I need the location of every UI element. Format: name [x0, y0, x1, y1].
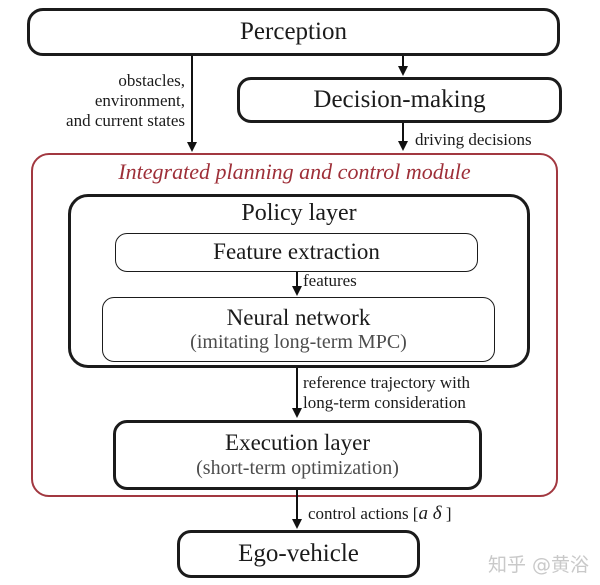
arrow-perception-to-module-head — [186, 142, 197, 152]
ego-vehicle-label: Ego-vehicle — [238, 539, 359, 567]
neural-network-label: Neural network — [226, 304, 371, 330]
decision-making-label: Decision-making — [313, 85, 486, 113]
edge-label-reference-trajectory: reference trajectory with long-term cons… — [303, 373, 471, 412]
edge-label-features: features — [303, 271, 357, 290]
ego-vehicle-node: Ego-vehicle — [177, 530, 420, 578]
control-actions-math: a δ — [418, 503, 442, 524]
arrow-decision-to-module-head — [397, 141, 408, 151]
arrow-feature-to-network-head — [291, 286, 302, 296]
arrow-execution-to-ego-head — [291, 519, 302, 529]
execution-layer-label: Execution layer — [225, 430, 370, 456]
edge-label-control-actions: control actions [a δ ] — [308, 503, 452, 524]
arrow-perception-to-decision-line — [402, 56, 404, 67]
neural-network-sublabel: (imitating long-term MPC) — [190, 331, 407, 354]
perception-label: Perception — [240, 17, 347, 45]
arrow-policy-to-execution-head — [291, 408, 302, 418]
arrow-perception-to-decision-head — [397, 66, 408, 76]
planning-control-module-title: Integrated planning and control module — [118, 159, 471, 184]
edge-label-obstacles: obstacles, environment, and current stat… — [66, 71, 185, 130]
decision-making-node: Decision-making — [237, 77, 562, 123]
policy-layer-container — [68, 194, 530, 368]
arrow-feature-to-network-line — [296, 272, 298, 287]
edge-label-driving-decisions: driving decisions — [415, 130, 532, 149]
arrow-decision-to-module-line — [402, 123, 404, 142]
perception-node: Perception — [27, 8, 560, 56]
feature-extraction-label: Feature extraction — [213, 239, 380, 265]
policy-layer-title: Policy layer — [241, 200, 357, 226]
watermark: 知乎 @黄浴 — [488, 554, 590, 576]
feature-extraction-node: Feature extraction — [115, 233, 478, 272]
execution-layer-node: Execution layer (short-term optimization… — [113, 420, 482, 490]
neural-network-node: Neural network (imitating long-term MPC) — [102, 297, 495, 362]
planning-control-module — [31, 153, 558, 497]
execution-layer-sublabel: (short-term optimization) — [196, 456, 399, 479]
arrow-execution-to-ego-line — [296, 490, 298, 520]
arrow-perception-to-module-line — [191, 56, 193, 143]
arrow-policy-to-execution-line — [296, 368, 298, 409]
